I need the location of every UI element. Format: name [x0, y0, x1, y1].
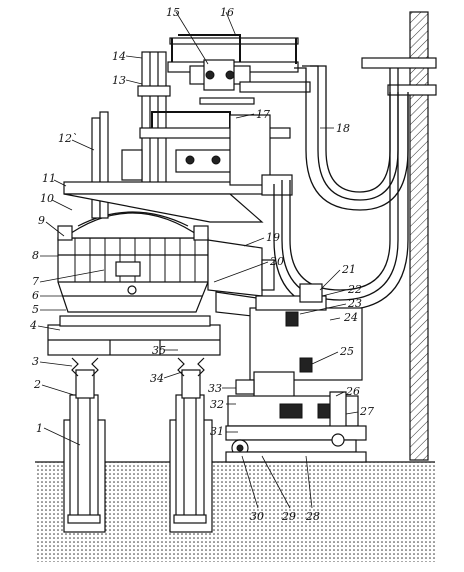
label-27: 27	[359, 405, 374, 418]
label-32: 32	[210, 398, 224, 411]
part-labels: 1 2 3 4 5 6 7 8 9 10 11 12` 13 14 15 16 …	[29, 6, 374, 523]
tilting-mechanism	[225, 283, 367, 463]
label-13: 13	[112, 74, 126, 87]
label-12: 12`	[58, 132, 78, 145]
hydraulic-cylinder-right	[173, 357, 207, 524]
label-6: 6	[32, 289, 39, 302]
furnace-shell	[57, 211, 209, 313]
electrode-arms	[63, 34, 311, 223]
label-26: 26	[345, 385, 360, 398]
label-16: 16	[220, 6, 234, 19]
label-19: 19	[266, 231, 280, 244]
label-7: 7	[32, 275, 39, 288]
tilting-platform	[47, 315, 221, 356]
label-35: 35	[152, 344, 166, 357]
flexible-cables	[273, 65, 409, 311]
label-4: 4	[29, 319, 37, 332]
label-28: 28	[305, 510, 320, 523]
label-9: 9	[38, 214, 45, 227]
label-23: 23	[347, 297, 362, 310]
label-3: 3	[32, 355, 39, 368]
label-20: 20	[269, 255, 284, 268]
label-21: 21	[341, 263, 356, 276]
label-15: 15	[166, 6, 180, 19]
label-25: 25	[339, 345, 354, 358]
label-1: 1	[36, 422, 43, 435]
label-34: 34	[150, 372, 164, 385]
hydraulic-cylinder-left	[67, 357, 101, 524]
leader-lines	[37, 11, 359, 509]
label-8: 8	[32, 249, 39, 262]
label-22: 22	[347, 283, 362, 296]
label-2: 2	[33, 378, 41, 391]
label-18: 18	[336, 122, 350, 135]
label-31: 31	[210, 425, 224, 438]
label-29: 29	[281, 510, 296, 523]
building-column	[361, 11, 437, 461]
label-33: 33	[208, 382, 222, 395]
label-30: 30	[250, 510, 264, 523]
label-5: 5	[32, 303, 39, 316]
label-17: 17	[256, 108, 270, 121]
label-24: 24	[343, 311, 358, 324]
label-14: 14	[112, 50, 126, 63]
label-10: 10	[40, 192, 54, 205]
label-11: 11	[42, 172, 56, 185]
electrode-masts	[91, 51, 171, 219]
